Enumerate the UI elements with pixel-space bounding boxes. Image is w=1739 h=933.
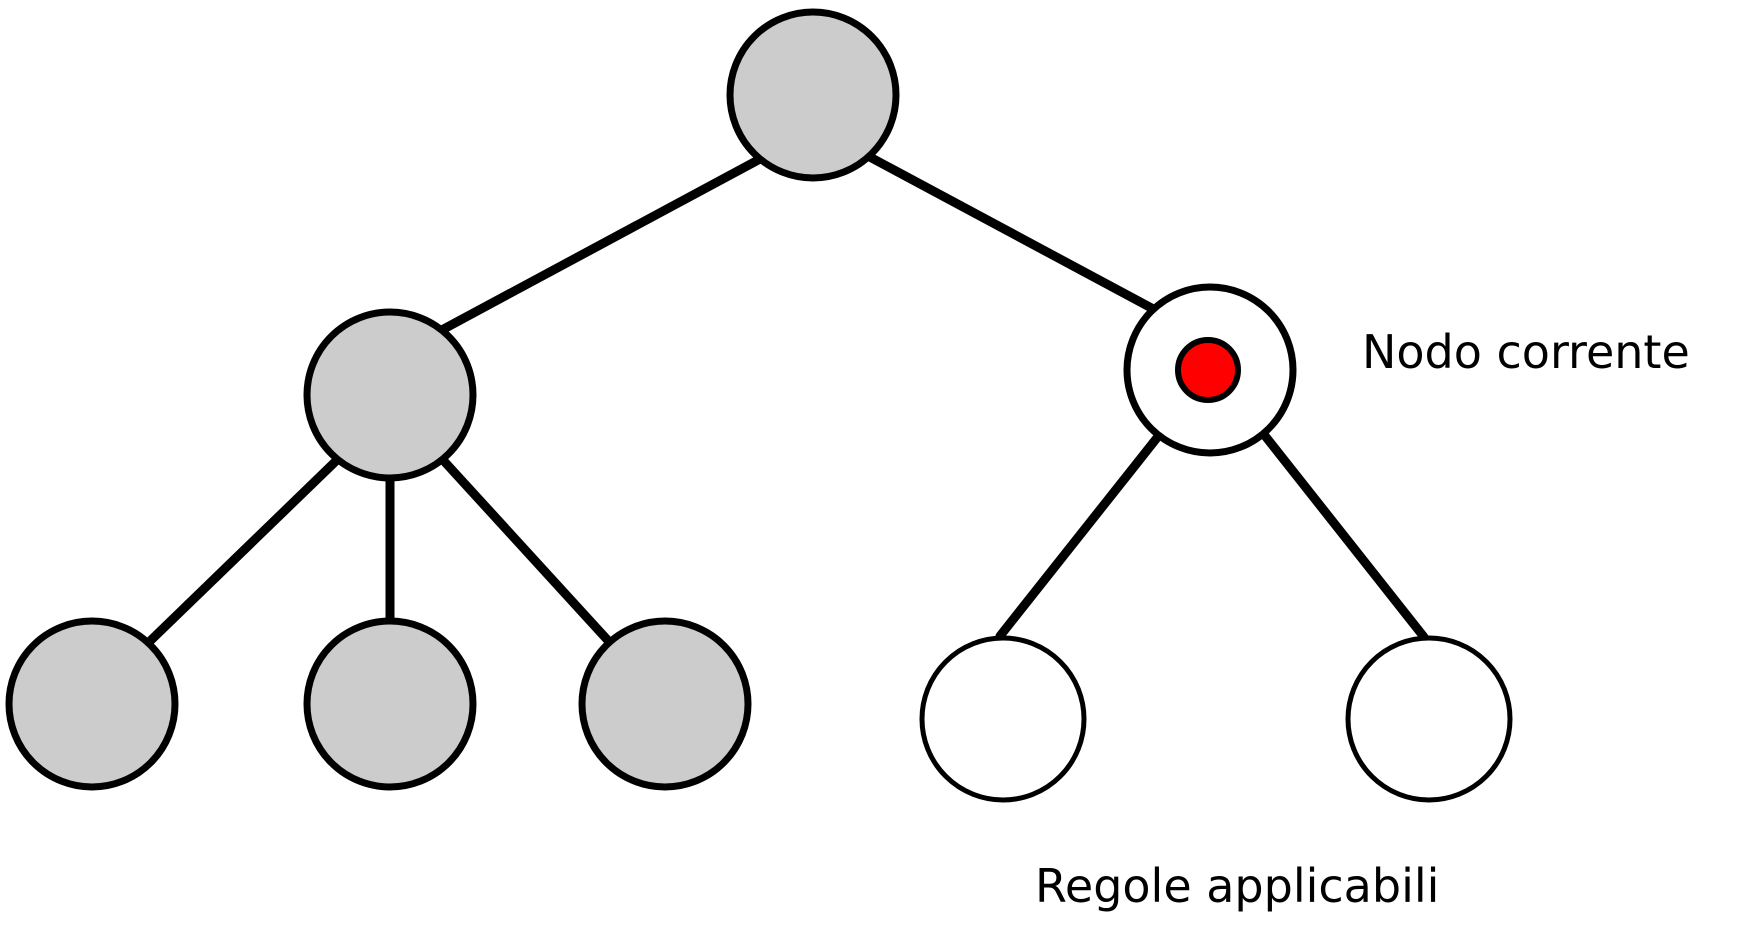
applicable-rule-node-1[interactable]: [919, 635, 1087, 803]
edge-root-to-current: [863, 151, 1162, 316]
expanded-leaf-3[interactable]: [578, 617, 752, 791]
edge-current-to-rule-1: [995, 429, 1165, 641]
applicable-rule-node-1-circle[interactable]: [919, 635, 1087, 803]
current-node-red-dot: [1175, 337, 1241, 403]
root-node[interactable]: [726, 8, 900, 182]
label-regole-applicabili: Regole applicabili: [1035, 859, 1439, 913]
edge-current-to-rule-2: [1257, 427, 1429, 642]
edge-left-to-leaf-1: [141, 455, 342, 650]
expanded-leaf-3-circle[interactable]: [578, 617, 752, 791]
left-branch-node-circle[interactable]: [303, 308, 477, 482]
label-nodo-corrente: Nodo corrente: [1362, 325, 1690, 379]
expanded-leaf-2-circle[interactable]: [303, 617, 477, 791]
applicable-rule-node-2[interactable]: [1345, 635, 1513, 803]
applicable-rule-node-2-circle[interactable]: [1345, 635, 1513, 803]
edges-layer: [141, 151, 1429, 651]
root-node-circle[interactable]: [726, 8, 900, 182]
left-branch-node[interactable]: [303, 308, 477, 482]
edge-left-to-leaf-3: [438, 455, 618, 651]
current-node[interactable]: [1123, 283, 1297, 457]
expanded-leaf-2[interactable]: [303, 617, 477, 791]
nodes-layer: [5, 8, 1513, 803]
expanded-leaf-1[interactable]: [5, 617, 179, 791]
edge-root-to-left-branch: [435, 154, 765, 336]
expanded-leaf-1-circle[interactable]: [5, 617, 179, 791]
